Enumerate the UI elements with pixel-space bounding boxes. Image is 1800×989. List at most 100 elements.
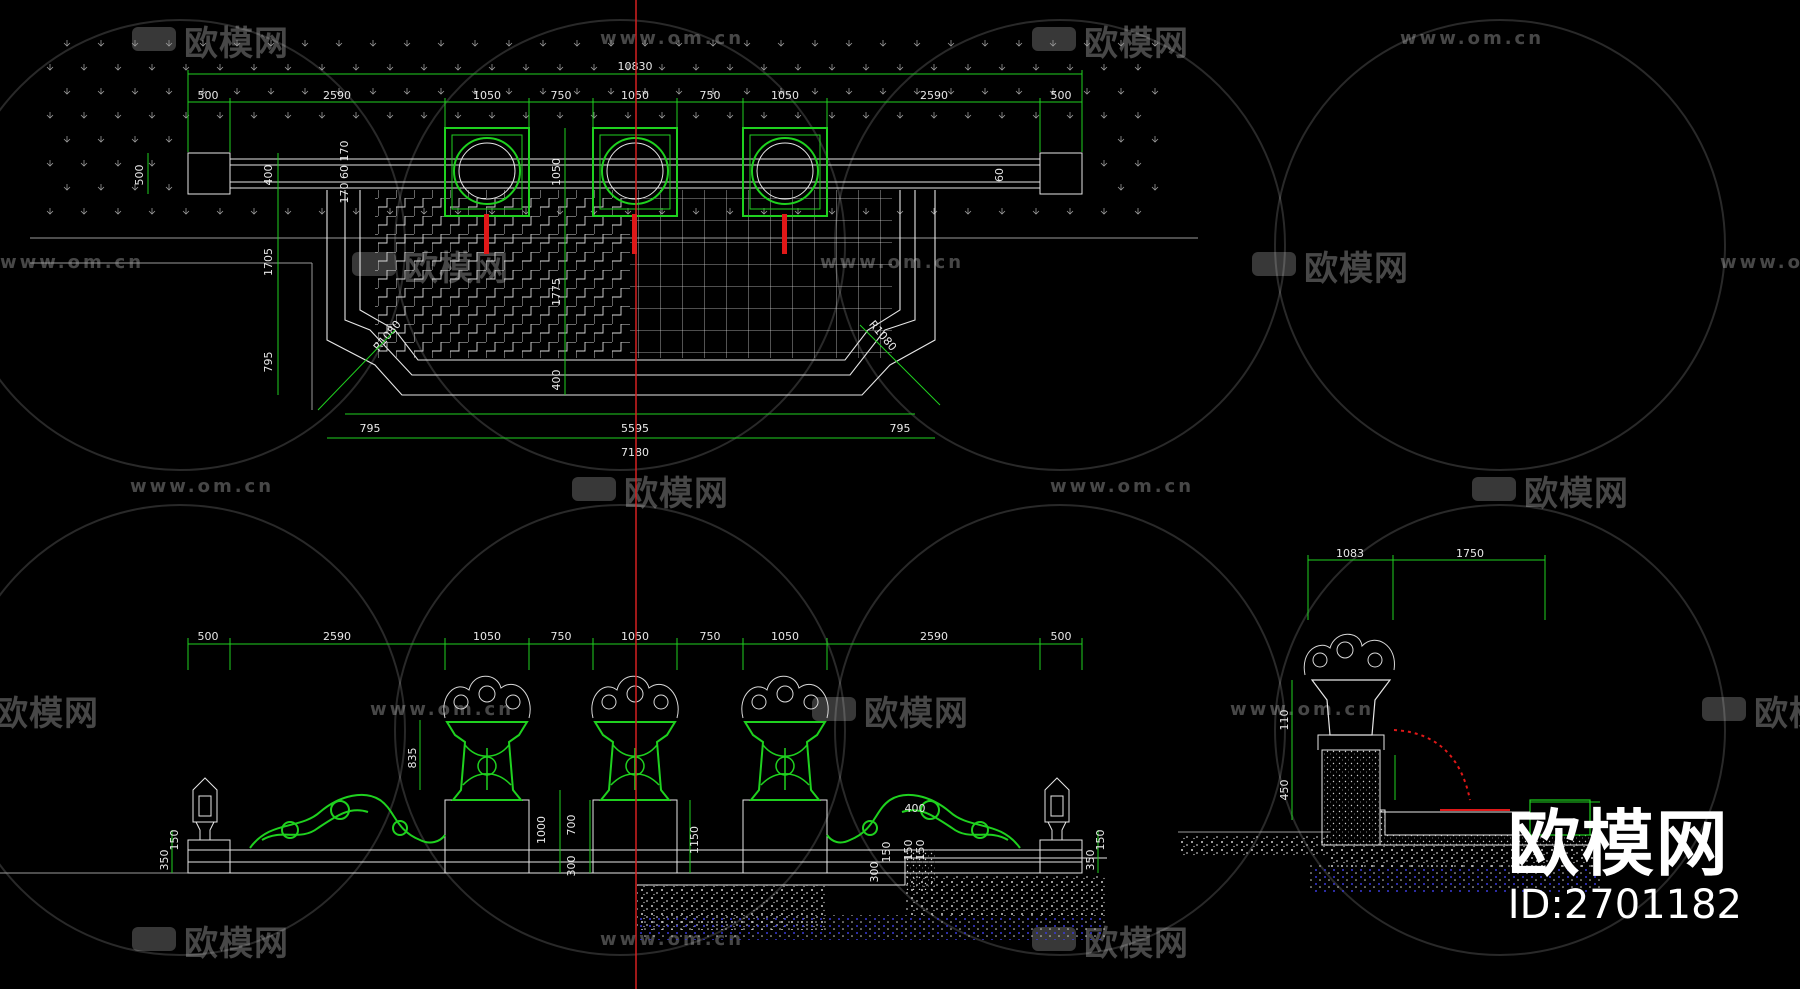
urn-foliage	[443, 675, 531, 719]
shrub-mark	[862, 63, 870, 71]
shrub-mark	[148, 111, 156, 119]
urn-elevation	[591, 675, 679, 801]
shrub-mark	[250, 111, 258, 119]
shrub-mark	[692, 63, 700, 71]
dim-label: 795	[262, 352, 275, 373]
planter-plan-3	[742, 127, 828, 254]
shrub-mark	[1117, 135, 1125, 143]
urn-medallion	[625, 756, 645, 776]
gravel-bed	[1330, 845, 1600, 867]
shrub-mark	[981, 87, 989, 95]
shrub-mark	[386, 111, 394, 119]
shrub-mark	[454, 111, 462, 119]
shrub-mark	[998, 63, 1006, 71]
shrub-mark	[97, 135, 105, 143]
dim-label: 835	[406, 748, 419, 769]
urn-section	[1310, 679, 1392, 736]
water-spout	[484, 214, 489, 254]
gravel-bed	[1178, 835, 1330, 857]
dim-label: 450	[1278, 780, 1291, 801]
shrub-mark	[148, 63, 156, 71]
shrub-mark	[318, 111, 326, 119]
shrub-mark	[573, 39, 581, 47]
dim-label: 500	[198, 630, 219, 643]
dim-label: 1705	[262, 248, 275, 276]
watermark-logo-text: 欧模网	[184, 924, 289, 964]
pool-wall	[905, 850, 935, 890]
shrub-mark	[1117, 87, 1125, 95]
shrub-mark	[471, 39, 479, 47]
shrub-mark	[488, 111, 496, 119]
dim-label: 500	[1051, 630, 1072, 643]
dim-label: 500	[1051, 89, 1072, 102]
shrub-mark	[1100, 207, 1108, 215]
shrub-mark	[301, 87, 309, 95]
shrub-mark	[284, 207, 292, 215]
watermark-logo: 欧模网	[1702, 694, 1800, 734]
shrub-mark	[658, 63, 666, 71]
shrub-mark	[913, 39, 921, 47]
shrub-mark	[794, 63, 802, 71]
watermark-url: www.om.cn	[1720, 252, 1800, 273]
shrub-mark	[97, 183, 105, 191]
dim-label: 750	[700, 630, 721, 643]
shrub-mark	[437, 87, 445, 95]
shrub-mark	[505, 87, 513, 95]
shrub-mark	[964, 207, 972, 215]
dim-label: 400	[550, 370, 563, 391]
shrub-mark	[1151, 183, 1159, 191]
shrub-mark	[862, 111, 870, 119]
shrub-mark	[1134, 63, 1142, 71]
shrub-mark	[182, 63, 190, 71]
shrub-mark	[505, 39, 513, 47]
plan-view: 10830 500 2590 1050 750 1050 750 1050 25…	[30, 39, 1198, 459]
shrub-mark	[80, 207, 88, 215]
urn-ornament	[760, 744, 810, 790]
shrub-mark	[1117, 183, 1125, 191]
urn-foliage	[741, 675, 829, 719]
shrub-mark	[352, 111, 360, 119]
shrub-mark	[539, 39, 547, 47]
shrub-mark	[947, 39, 955, 47]
shrub-mark	[46, 63, 54, 71]
shrub-mark	[1032, 111, 1040, 119]
shrub-mark	[369, 39, 377, 47]
brand-title: 欧模网	[1507, 802, 1730, 886]
shrub-mark	[488, 63, 496, 71]
watermark-logo-text: 欧模网	[0, 694, 99, 734]
dim-label: 300	[565, 856, 578, 877]
dim-label: 1050	[771, 89, 799, 102]
radius-leader	[859, 324, 941, 406]
urn-medallion	[477, 756, 497, 776]
watermark-logo: 欧模网	[1252, 249, 1408, 289]
shrub-mark	[80, 63, 88, 71]
dim-label: 2590	[920, 630, 948, 643]
shrub-mark	[250, 207, 258, 215]
shrub-mark	[352, 63, 360, 71]
shrub-mark	[811, 39, 819, 47]
dim-label: 1000	[535, 816, 548, 844]
elevation-dimensions	[171, 638, 1099, 873]
shrub-mark	[1100, 159, 1108, 167]
watermark-logo-text: 欧模网	[1754, 694, 1800, 734]
shrub-mark	[335, 39, 343, 47]
shrub-mark	[1015, 39, 1023, 47]
sofa-icon	[1472, 477, 1516, 501]
dim-overall: 10830	[618, 60, 653, 73]
shrub-mark	[777, 39, 785, 47]
shrub-mark	[573, 87, 581, 95]
elevation-view: 500 2590 1050 750 1050 750 1050 2590 500…	[0, 630, 1107, 940]
dim-label: 350	[158, 850, 171, 871]
pedestal-cap	[1317, 734, 1385, 750]
watermark-url: www.om.cn	[1230, 699, 1374, 720]
model-id: ID:2701182	[1507, 882, 1742, 928]
dim-label: 2590	[920, 89, 948, 102]
shrub-mark	[590, 63, 598, 71]
scroll-ornament-left	[249, 793, 446, 849]
hatched-paving	[375, 190, 630, 358]
shrub-mark	[522, 63, 530, 71]
shrub-mark	[148, 159, 156, 167]
radius-leader	[317, 329, 396, 411]
shrub-mark	[63, 183, 71, 191]
